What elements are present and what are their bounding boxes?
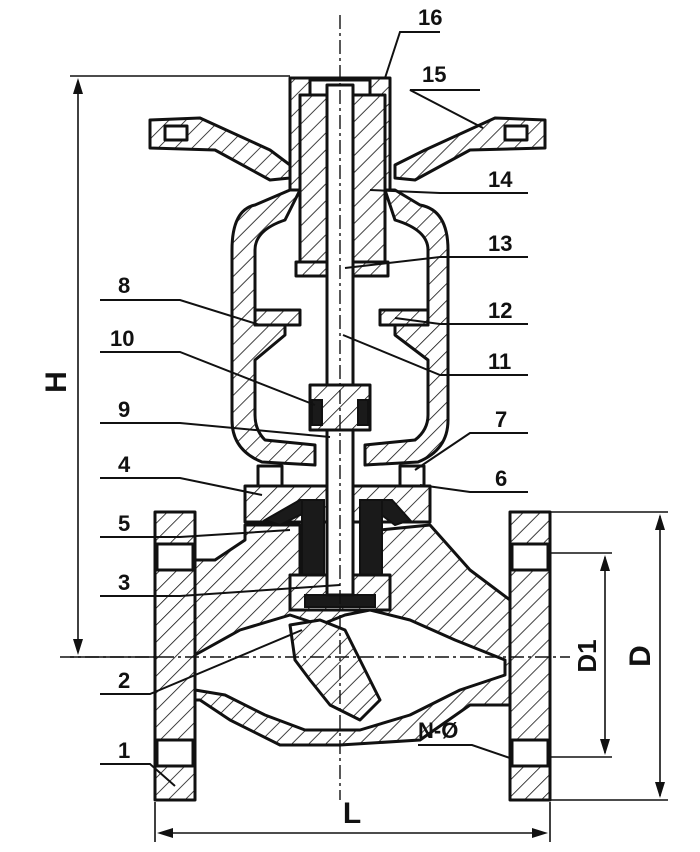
part-label-11: 11	[488, 349, 511, 374]
leader-16	[384, 31, 440, 79]
leader-5	[100, 529, 291, 538]
part-label-1: 1	[118, 738, 130, 763]
part-label-15: 15	[422, 62, 446, 87]
leader-3	[100, 584, 341, 597]
dimension-d	[550, 511, 668, 801]
leader-13	[344, 256, 528, 269]
part-label-3: 3	[118, 570, 130, 595]
leader-1	[100, 763, 176, 787]
dimension-l	[154, 802, 551, 842]
part-label-5: 5	[118, 511, 130, 536]
dim-d1-label: D1	[572, 639, 602, 672]
part-label-14: 14	[488, 167, 513, 192]
leader-lines	[100, 31, 528, 787]
part-label-4: 4	[118, 452, 131, 477]
leader-n-phi	[418, 744, 511, 759]
leader-2	[100, 629, 303, 695]
part-label-10: 10	[110, 326, 134, 351]
leader-8	[100, 299, 261, 326]
leader-6	[419, 484, 528, 493]
dimension-h	[70, 75, 290, 658]
part-number-labels: 16 15 14 13 12 11 8 10 9 7 4 6 5 3 2 1	[110, 5, 513, 763]
part-label-16: 16	[418, 5, 442, 30]
leader-7	[414, 432, 528, 471]
dim-n-phi-label: N-Ø	[418, 718, 458, 743]
dimension-d1	[550, 552, 612, 758]
leader-11	[342, 334, 528, 376]
part-label-13: 13	[488, 231, 512, 256]
leader-12	[394, 317, 528, 325]
dim-l-label: L	[343, 797, 361, 830]
part-label-7: 7	[495, 407, 507, 432]
leader-14	[369, 189, 528, 194]
dim-h-label: H	[40, 371, 73, 393]
part-label-9: 9	[118, 397, 130, 422]
leader-4	[100, 477, 263, 496]
yoke	[230, 188, 450, 467]
leader-10	[100, 351, 316, 406]
part-label-12: 12	[488, 298, 512, 323]
leader-9	[100, 422, 331, 438]
dim-d-label: D	[624, 645, 657, 667]
part-label-6: 6	[495, 466, 507, 491]
leader-15	[409, 89, 484, 129]
part-label-2: 2	[118, 668, 130, 693]
part-label-8: 8	[118, 273, 130, 298]
valve-body	[153, 510, 552, 802]
